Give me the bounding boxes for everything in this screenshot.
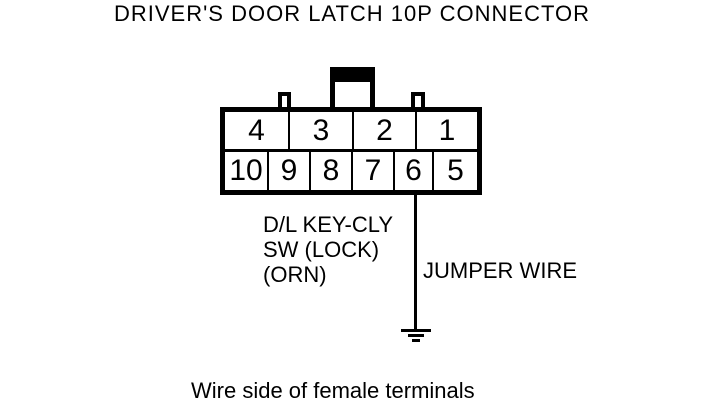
- pin-cell-6: 6: [393, 152, 432, 190]
- pin-cell-10: 10: [229, 154, 263, 187]
- pin-cell-3: 3: [288, 112, 352, 149]
- pin-cell-9: 9: [267, 152, 309, 190]
- pin-cell-8: 8: [309, 152, 351, 190]
- jumper-wire-label: JUMPER WIRE: [423, 258, 577, 283]
- switch-wire-label: D/L KEY-CLY SW (LOCK) (ORN): [263, 212, 393, 287]
- diagram-title: DRIVER'S DOOR LATCH 10P CONNECTOR: [113, 1, 591, 26]
- row-divider: [225, 149, 477, 152]
- connector-key-tab-icon: [330, 67, 375, 112]
- pin-cell-1: 1: [415, 112, 477, 149]
- terminal-side-caption: Wire side of female terminals: [191, 378, 475, 403]
- pin-cell-2: 2: [352, 112, 415, 149]
- pin-cell-7: 7: [351, 152, 393, 190]
- switch-label-line2: SW (LOCK): [263, 237, 380, 262]
- switch-label-line1: D/L KEY-CLY: [263, 212, 394, 237]
- switch-label-line3: (ORN): [263, 262, 327, 287]
- jumper-wire-line: [414, 193, 417, 330]
- pin-cell-5: 5: [432, 152, 477, 190]
- pin-cell-4: 4: [248, 113, 265, 147]
